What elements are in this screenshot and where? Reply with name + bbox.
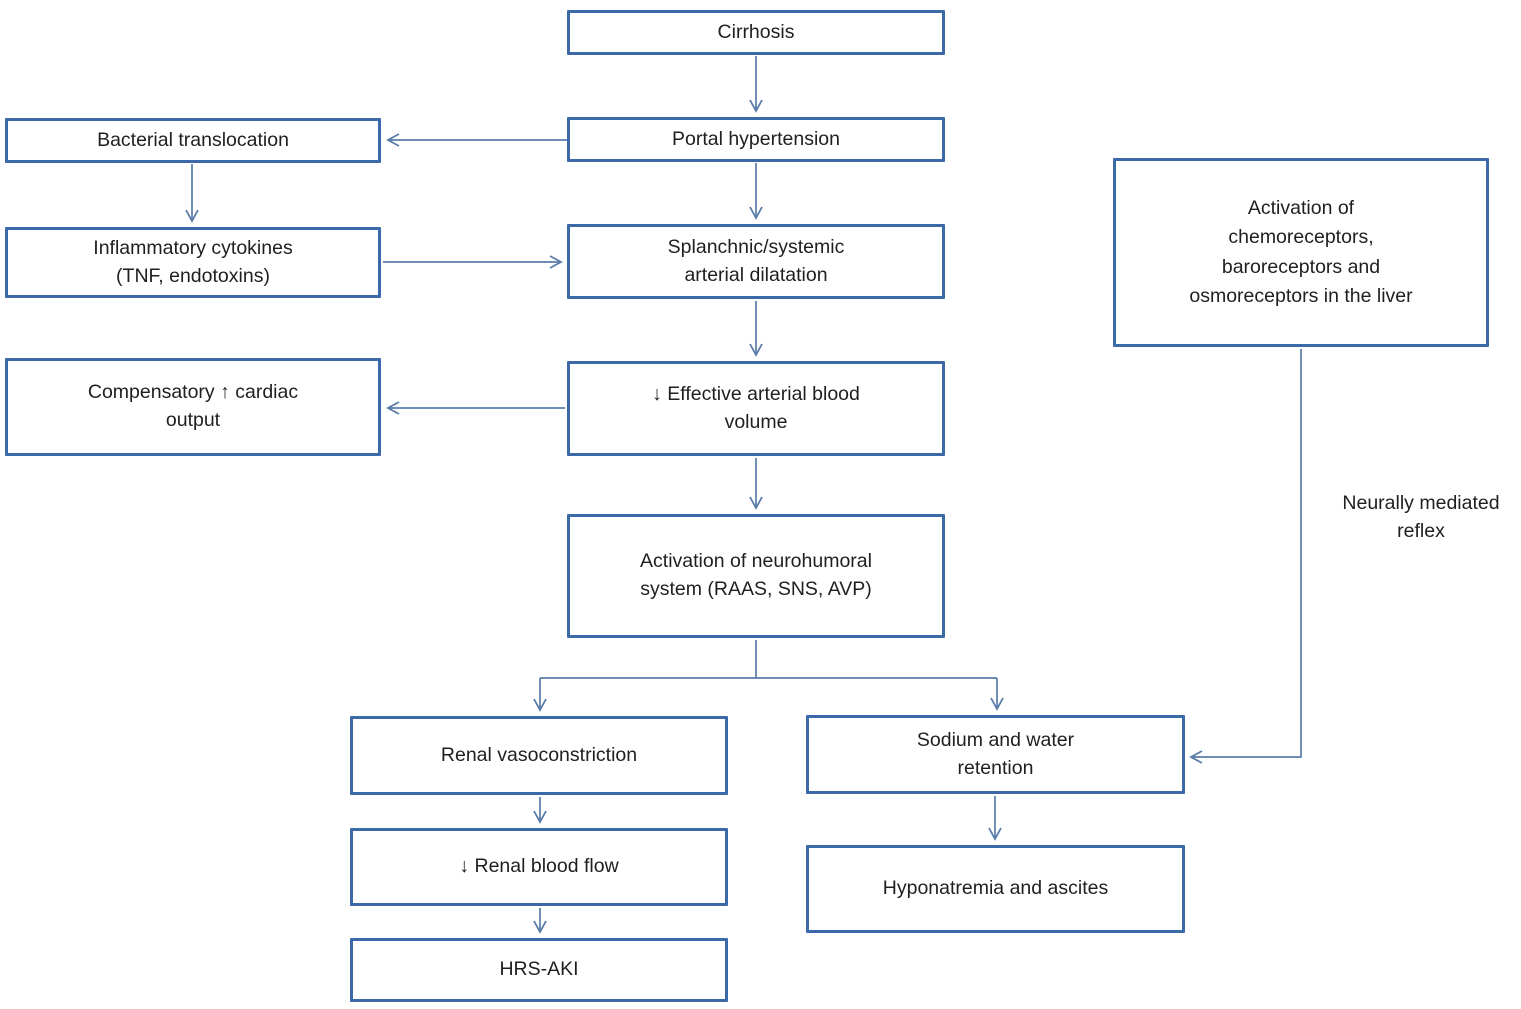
node-portal-hypertension: Portal hypertension: [567, 117, 945, 162]
edge-receptors-sodium-neural: [1189, 349, 1302, 764]
node-inflammatory-cytokines: Inflammatory cytokines (TNF, endotoxins): [5, 227, 381, 298]
node-renal-vasoconstriction: Renal vasoconstriction: [350, 716, 728, 795]
node-renal-blood-flow: ↓ Renal blood flow: [350, 828, 728, 906]
node-compensatory-cardiac-output: Compensatory ↑ cardiac output: [5, 358, 381, 456]
label-neurally-mediated-reflex: Neurally mediated reflex: [1342, 492, 1500, 543]
node-hrs-aki: HRS-AKI: [350, 938, 728, 1002]
node-sodium-water-retention: Sodium and water retention: [806, 715, 1185, 794]
node-cirrhosis: Cirrhosis: [567, 10, 945, 55]
node-bacterial-translocation: Bacterial translocation: [5, 118, 381, 163]
node-splanchnic-dilatation: Splanchnic/systemic arterial dilatation: [567, 224, 945, 299]
node-neurohumoral-activation: Activation of neurohumoral system (RAAS,…: [567, 514, 945, 638]
node-receptor-activation: Activation of chemoreceptors, barorecept…: [1113, 158, 1489, 347]
edge-neurohumoral-branch: [540, 640, 997, 679]
node-hyponatremia-ascites: Hyponatremia and ascites: [806, 845, 1185, 933]
node-effective-arterial-blood-volume: ↓ Effective arterial blood volume: [567, 361, 945, 456]
